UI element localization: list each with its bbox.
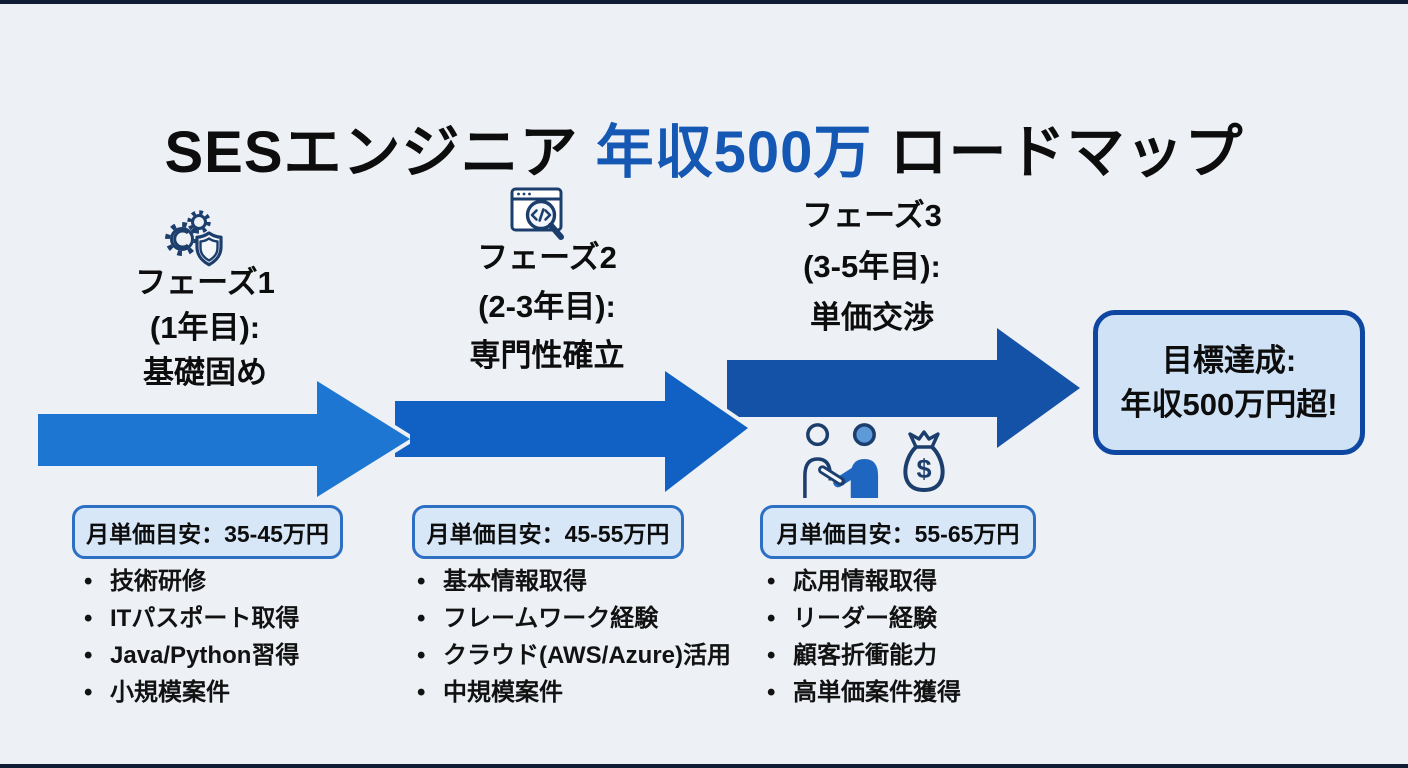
bottom-border-bar [0,764,1408,768]
phase3-task-list: 応用情報取得 リーダー経験 顧客折衝能力 高単価案件獲得 [763,563,961,711]
phase1-label: フェーズ1 (1年目): 基礎固め [75,260,335,395]
phase1-focus: 基礎固め [143,355,267,390]
phase2-label: フェーズ2 (2-3年目): 専門性確立 [417,233,677,380]
list-item: 高単価案件獲得 [763,674,961,711]
title-part1: SESエンジニア [164,119,596,185]
phase2-rate: 月単価目安：45-55万円 [426,521,670,547]
phase2-focus: 専門性確立 [469,338,625,373]
phase1-task-list: 技術研修 ITパスポート取得 Java/Python習得 小規模案件 [80,563,299,711]
money-bag-icon: $ [903,430,945,493]
list-item: リーダー経験 [763,600,961,637]
list-item: 小規模案件 [80,674,299,711]
phase2-period: (2-3年目): [478,289,616,324]
phase2-name: フェーズ2 [477,240,617,275]
svg-text:$: $ [916,454,931,484]
phase3-arrow [727,328,1080,448]
title-part2: ロードマップ [872,119,1244,185]
gears-shield-icon [163,208,229,272]
list-item: 中規模案件 [413,674,731,711]
code-search-icon [509,186,569,244]
handshake-icon [803,423,879,499]
list-item: 基本情報取得 [413,563,731,600]
list-item: 技術研修 [80,563,299,600]
handshake-moneybag-icon: $ [792,420,952,500]
phase2-rate-box: 月単価目安：45-55万円 [412,505,684,559]
goal-box: 目標達成: 年収500万円超! [1093,310,1365,455]
phase3-rate-box: 月単価目安：55-65万円 [760,505,1036,559]
phase2-arrow [395,371,748,492]
list-item: 応用情報取得 [763,563,961,600]
goal-line1: 目標達成: [1161,342,1297,378]
phase1-period: (1年目): [149,310,261,345]
top-border-bar [0,0,1408,4]
list-item: Java/Python習得 [80,637,299,674]
goal-line2: 年収500万円超! [1120,386,1338,422]
list-item: フレームワーク経験 [413,600,731,637]
list-item: クラウド(AWS/Azure)活用 [413,637,731,674]
phase3-focus: 単価交渉 [810,300,934,335]
phase1-name: フェーズ1 [135,265,275,300]
phase1-rate-box: 月単価目安：35-45万円 [72,505,343,559]
phase3-rate: 月単価目安：55-65万円 [776,521,1020,547]
title-highlight: 年収500万 [595,119,873,185]
phase3-label: フェーズ3 (3-5年目): 単価交渉 [742,190,1002,343]
list-item: 顧客折衝能力 [763,637,961,674]
phase1-rate: 月単価目安：35-45万円 [86,521,329,547]
phase2-task-list: 基本情報取得 フレームワーク経験 クラウド(AWS/Azure)活用 中規模案件 [413,563,731,711]
page-title: SESエンジニア 年収500万 ロードマップ [0,105,1408,189]
list-item: ITパスポート取得 [80,600,299,637]
phase1-arrow [38,381,410,497]
phase3-period: (3-5年目): [803,249,941,284]
phase3-name: フェーズ3 [802,198,942,233]
